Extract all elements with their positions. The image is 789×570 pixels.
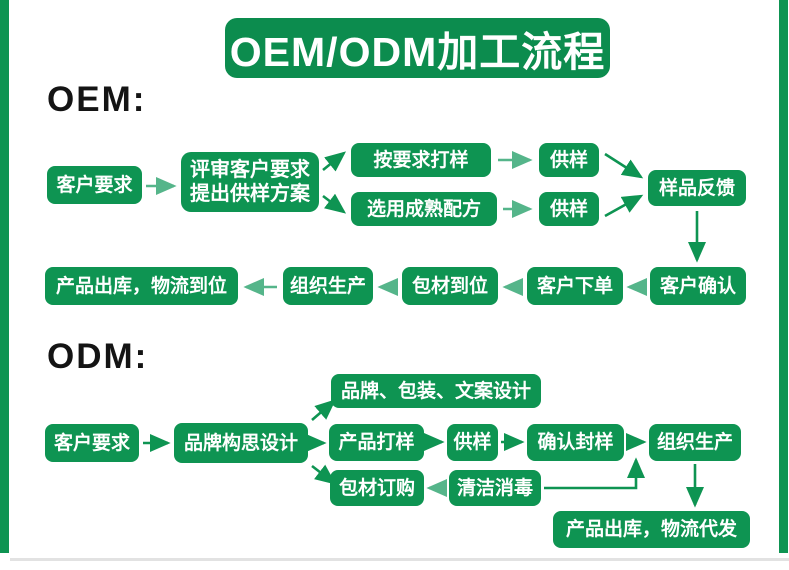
- bottom-divider: [10, 558, 789, 561]
- arrow-oem-supply-bottom-to-feedback: [604, 194, 644, 218]
- arrow-odm-brand-to-packaging: [311, 464, 337, 485]
- node-oem-customer-confirm: 客户确认: [650, 267, 746, 305]
- node-oem-sample-by-request: 按要求打样: [351, 143, 491, 177]
- node-odm-confirm-sealed-sample: 确认封样: [527, 424, 624, 461]
- node-odm-brand-packaging-copy-design: 品牌、包装、文案设计: [331, 374, 541, 408]
- odm-section-heading: ODM:: [47, 337, 149, 376]
- arrow-oem-supply-top-to-feedback: [604, 152, 644, 179]
- arrow-odm-brand-to-design: [311, 399, 336, 421]
- node-oem-review-line1: 评审客户要求: [190, 159, 310, 181]
- node-oem-delivery: 产品出库，物流到位: [45, 267, 238, 305]
- node-odm-customer-requirement: 客户要求: [45, 424, 139, 462]
- node-odm-supply-sample: 供样: [447, 424, 498, 461]
- node-odm-packaging-purchase: 包材订购: [330, 470, 424, 506]
- node-oem-review-proposal: 评审客户要求 提出供样方案: [181, 152, 319, 212]
- node-oem-customer-order: 客户下单: [527, 267, 623, 305]
- node-odm-product-sampling: 产品打样: [329, 424, 424, 461]
- node-odm-cleaning-disinfection: 清洁消毒: [449, 470, 541, 506]
- node-oem-supply-sample-top: 供样: [539, 143, 599, 177]
- arrow-odm-cleaning-to-production-junction: [544, 457, 646, 490]
- oem-section-heading: OEM:: [47, 80, 147, 119]
- node-oem-packaging-ready: 包材到位: [402, 267, 498, 305]
- node-oem-supply-sample-bottom: 供样: [539, 192, 599, 226]
- node-oem-mature-formula: 选用成熟配方: [351, 192, 497, 226]
- node-oem-organize-production: 组织生产: [283, 267, 373, 305]
- node-oem-review-line2: 提出供样方案: [190, 183, 310, 205]
- node-odm-delivery: 产品出库，物流代发: [553, 511, 750, 548]
- arrow-oem-review-to-formula: [322, 193, 347, 214]
- node-oem-customer-requirement: 客户要求: [47, 166, 142, 204]
- arrow-oem-review-to-sample: [322, 151, 347, 172]
- node-odm-organize-production: 组织生产: [649, 424, 741, 461]
- node-oem-sample-feedback: 样品反馈: [648, 170, 746, 206]
- node-odm-brand-concept-design: 品牌构思设计: [174, 423, 308, 463]
- right-edge-bar: [779, 0, 788, 553]
- page-title: OEM/ODM加工流程: [225, 18, 610, 78]
- left-edge-bar: [0, 0, 9, 553]
